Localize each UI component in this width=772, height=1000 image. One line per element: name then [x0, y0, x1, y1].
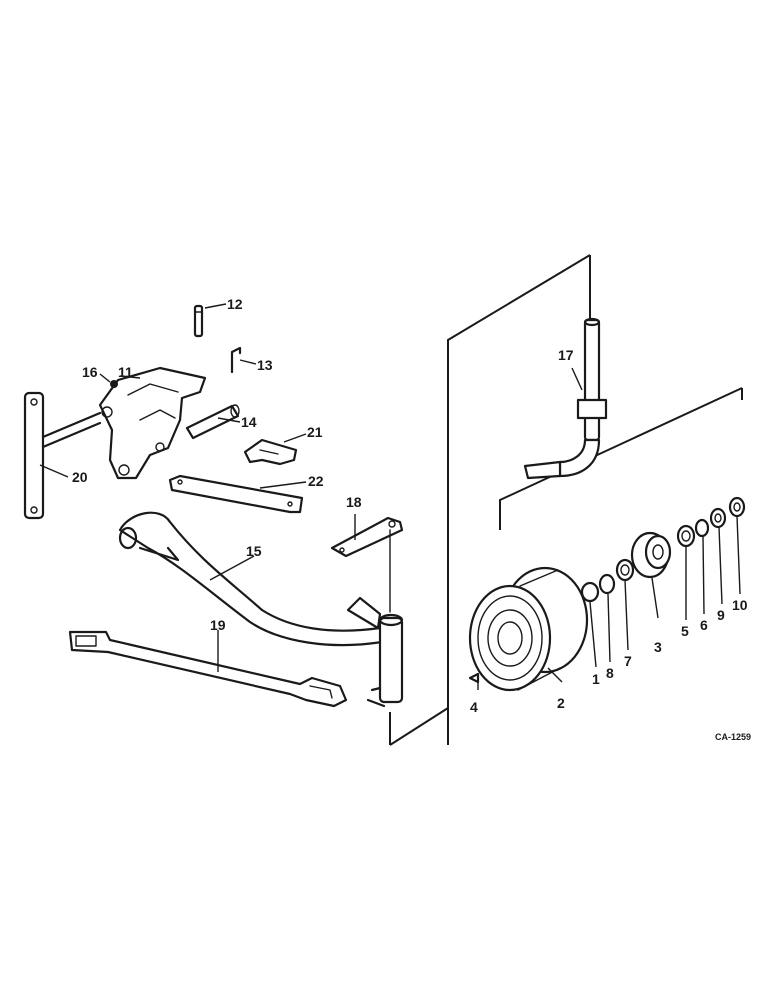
- part-11-bracket: [98, 366, 207, 480]
- callout-13: 13: [257, 357, 273, 373]
- callout-2: 2: [557, 695, 565, 711]
- callout-22: 22: [308, 473, 324, 489]
- part-8-seal: [598, 573, 616, 595]
- callout-19: 19: [210, 617, 226, 633]
- part-12-bolt: [193, 304, 204, 338]
- part-4-nut: [468, 672, 480, 684]
- part-18-strap: [330, 516, 404, 613]
- callout-5: 5: [681, 623, 689, 639]
- callout-11: 11: [118, 364, 133, 380]
- part-21-clip: [243, 438, 298, 466]
- callout-21: 21: [307, 424, 323, 440]
- part-3-hub: [630, 531, 672, 579]
- part-7-bearing: [615, 558, 635, 582]
- callout-16: 16: [82, 364, 98, 380]
- leader-lines: [39, 303, 741, 690]
- subassembly-frame: [389, 254, 743, 746]
- part-9-nut: [709, 507, 727, 529]
- callout-12: 12: [227, 296, 243, 312]
- callout-6: 6: [700, 617, 708, 633]
- callout-18: 18: [346, 494, 362, 510]
- part-1-cap: [580, 581, 600, 603]
- callout-10: 10: [732, 597, 748, 613]
- part-15-arm: [118, 511, 404, 708]
- part-6-washer: [694, 518, 710, 538]
- callout-labels: 12 13 16 11 14 21 22 20 18 15 19 17 2 4 …: [72, 296, 751, 742]
- callout-8: 8: [606, 665, 614, 681]
- part-17-spindle: [523, 317, 608, 480]
- part-2-wheel: [468, 566, 589, 692]
- part-10-cap: [728, 496, 746, 518]
- part-5-bearing: [676, 524, 696, 548]
- callout-4: 4: [470, 699, 478, 715]
- callout-7: 7: [624, 653, 632, 669]
- part-22-flatbar: [168, 474, 304, 514]
- callout-17: 17: [558, 347, 574, 363]
- part-20-plate: [23, 391, 102, 520]
- callout-15: 15: [246, 543, 262, 559]
- callout-20: 20: [72, 469, 88, 485]
- callout-14: 14: [241, 414, 257, 430]
- callout-3: 3: [654, 639, 662, 655]
- part-14-pin: [185, 404, 240, 440]
- part-16-nut: [110, 380, 118, 388]
- figure-code: CA-1259: [715, 732, 751, 742]
- part-13-pin: [230, 346, 242, 374]
- callout-1: 1: [592, 671, 600, 687]
- callout-9: 9: [717, 607, 725, 623]
- part-19-drawbar: [68, 630, 348, 708]
